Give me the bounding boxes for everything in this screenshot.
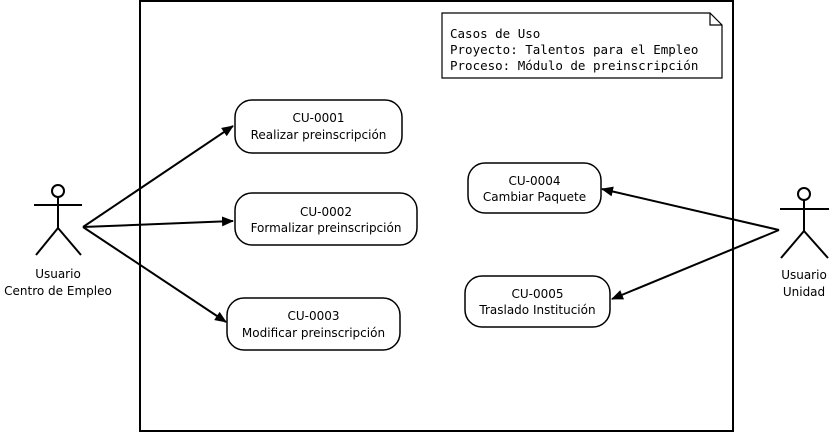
associations	[82, 125, 780, 323]
stick-figure-icon	[34, 184, 82, 256]
association-actor1-cu-0002	[82, 216, 234, 228]
association-actor1-cu-0003	[82, 226, 227, 323]
actor-usuario-centro-de-empleo: Usuario Centro de Empleo	[4, 184, 112, 298]
use-case-cu-0004: CU-0004 Cambiar Paquete	[467, 162, 602, 214]
actor-label-line-2: Centro de Empleo	[4, 284, 112, 298]
association-actor2-cu-0004	[601, 186, 780, 231]
use-case-label: Cambiar Paquete	[483, 190, 586, 204]
use-case-code: CU-0001	[292, 111, 344, 125]
use-case-label: Formalizar preinscripción	[251, 221, 402, 235]
use-case-code: CU-0003	[287, 309, 339, 323]
note-line-2: Proyecto: Talentos para el Empleo	[450, 42, 698, 57]
use-case-code: CU-0002	[300, 205, 352, 219]
actor-label-line-1: Usuario	[35, 267, 81, 281]
diagram-note: Casos de Uso Proyecto: Talentos para el …	[441, 12, 723, 79]
actor-usuario-unidad: Usuario Unidad	[780, 187, 829, 299]
note-line-3: Proceso: Módulo de preinscripción	[450, 58, 698, 73]
use-case-shape	[464, 275, 611, 328]
use-case-label: Realizar preinscripción	[251, 128, 387, 142]
use-case-shape	[226, 297, 401, 351]
use-case-label: Traslado Institución	[478, 303, 595, 317]
use-case-cu-0002: CU-0002 Formalizar preinscripción	[234, 192, 418, 246]
use-case-cu-0001: CU-0001 Realizar preinscripción	[234, 99, 403, 154]
actor-label-line-1: Usuario	[781, 268, 827, 282]
use-case-cu-0005: CU-0005 Traslado Institución	[464, 275, 611, 328]
use-case-cu-0003: CU-0003 Modificar preinscripción	[226, 297, 401, 351]
use-case-shape	[234, 99, 403, 154]
note-shape	[441, 12, 723, 79]
note-line-1: Casos de Uso	[450, 26, 540, 41]
actor-label-line-2: Unidad	[783, 285, 825, 299]
association-actor2-cu-0005	[611, 229, 780, 300]
use-case-label: Modificar preinscripción	[242, 326, 385, 340]
use-case-code: CU-0004	[508, 174, 560, 188]
stick-figure-icon	[780, 187, 829, 259]
association-actor1-cu-0001	[82, 125, 234, 228]
note-fold	[709, 13, 722, 26]
use-case-shape	[467, 162, 602, 214]
system-boundary	[139, 0, 734, 432]
use-case-code: CU-0005	[511, 287, 563, 301]
use-case-shape	[234, 192, 418, 246]
